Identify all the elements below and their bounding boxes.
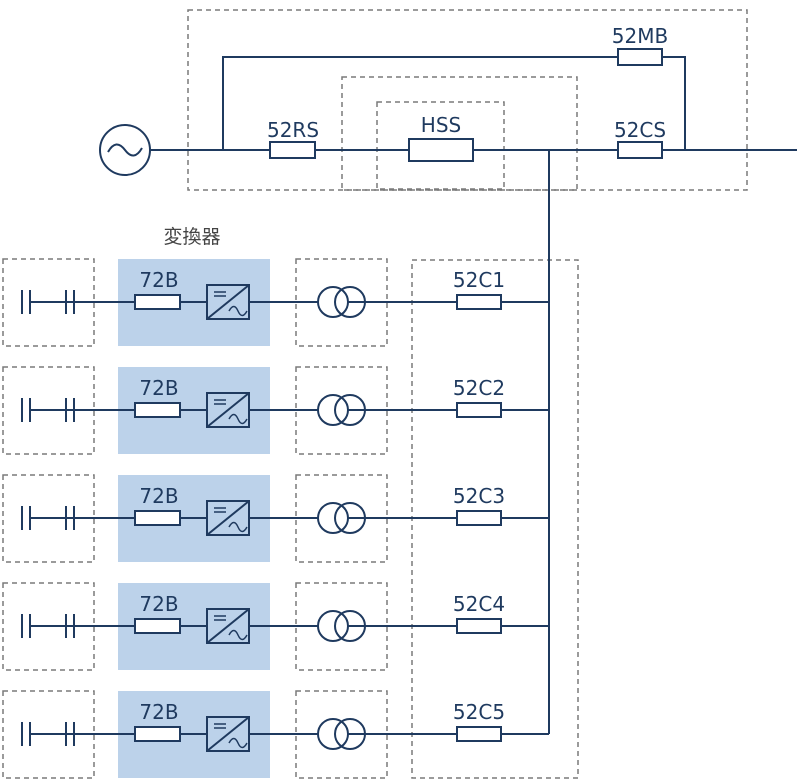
transformer-icon — [334, 502, 366, 534]
breaker-72b-icon — [134, 618, 181, 634]
hss-box-icon — [408, 138, 474, 162]
capacitor-enclosure — [2, 258, 95, 347]
label-72b: 72B — [139, 700, 178, 724]
label-52rs: 52RS — [267, 118, 319, 142]
label-52cs: 52CS — [614, 118, 666, 142]
label-72b: 72B — [139, 484, 178, 508]
label-52c: 52C2 — [453, 376, 505, 400]
transformer-enclosure — [295, 258, 388, 347]
breaker-72b-icon — [134, 726, 181, 742]
breaker-52cs-icon — [617, 141, 663, 159]
transformer-icon — [334, 610, 366, 642]
label-52c: 52C4 — [453, 592, 505, 616]
breaker-52mb-icon — [617, 48, 663, 66]
transformer-icon — [317, 394, 349, 426]
transformer-icon — [317, 610, 349, 642]
transformer-icon — [317, 286, 349, 318]
inverter-diagonal — [206, 716, 250, 752]
converter-unit-row: 72B 52C2 — [2, 366, 549, 455]
label-72b: 72B — [139, 376, 178, 400]
label-72b: 72B — [139, 268, 178, 292]
label-52mb: 52MB — [612, 24, 668, 48]
label-hss: HSS — [421, 113, 461, 137]
breaker-52c-icon — [456, 726, 502, 742]
transformer-enclosure — [295, 366, 388, 455]
generator-wave — [107, 143, 143, 157]
breaker-52rs-icon — [269, 141, 316, 159]
label-52c: 52C1 — [453, 268, 505, 292]
inverter-diagonal — [206, 500, 250, 536]
breaker-72b-icon — [134, 510, 181, 526]
transformer-icon — [334, 718, 366, 750]
transformer-icon — [334, 394, 366, 426]
breaker-52c-icon — [456, 510, 502, 526]
breaker-72b-icon — [134, 402, 181, 418]
inverter-ac-mark — [228, 629, 248, 641]
breaker-52c-icon — [456, 402, 502, 418]
capacitor-enclosure — [2, 366, 95, 455]
converter-unit-row: 72B 52C3 — [2, 474, 549, 563]
capacitor-enclosure — [2, 474, 95, 563]
bypass-line — [222, 56, 686, 150]
converter-caption: 変換器 — [163, 226, 220, 248]
inverter-ac-mark — [228, 413, 248, 425]
converter-unit-row: 72B 52C5 — [2, 690, 549, 779]
transformer-icon — [317, 502, 349, 534]
inverter-ac-mark — [228, 737, 248, 749]
transformer-icon — [334, 286, 366, 318]
label-52c: 52C5 — [453, 700, 505, 724]
capacitor-enclosure — [2, 690, 95, 779]
label-72b: 72B — [139, 592, 178, 616]
capacitor-enclosure — [2, 582, 95, 671]
transformer-enclosure — [295, 582, 388, 671]
breaker-72b-icon — [134, 294, 181, 310]
transformer-icon — [317, 718, 349, 750]
main-enclosure — [187, 9, 748, 191]
inverter-diagonal — [206, 392, 250, 428]
transformer-enclosure — [295, 474, 388, 563]
label-52c: 52C3 — [453, 484, 505, 508]
transformer-enclosure — [295, 690, 388, 779]
inverter-diagonal — [206, 284, 250, 320]
inverter-ac-mark — [228, 305, 248, 317]
breaker-52c-icon — [456, 294, 502, 310]
inverter-diagonal — [206, 608, 250, 644]
hss-outer-enclosure — [341, 76, 578, 191]
breaker-52c-icon — [456, 618, 502, 634]
inverter-ac-mark — [228, 521, 248, 533]
hss-inner-enclosure — [376, 101, 505, 190]
converter-unit-row: 72B 52C1 — [2, 258, 549, 347]
converter-unit-row: 72B 52C4 — [2, 582, 549, 671]
